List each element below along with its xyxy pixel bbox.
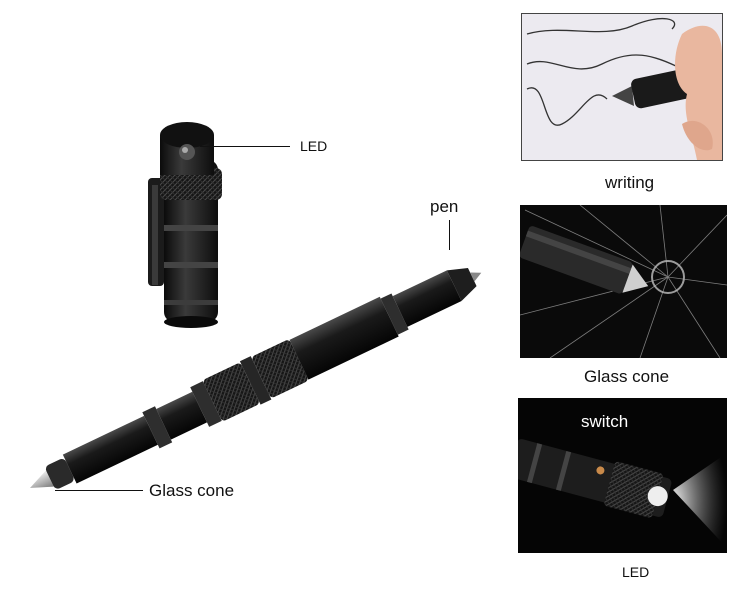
- switch-overlay-label: switch: [581, 412, 629, 431]
- led-light-photo: switch: [518, 398, 727, 553]
- glass-cone-caption: Glass cone: [584, 367, 670, 386]
- pen-leader-line: [449, 220, 450, 250]
- pen-cap: [148, 122, 222, 328]
- led-callout-label: LED: [300, 138, 328, 154]
- pen-body: [30, 268, 482, 489]
- glass-cone-leader-line: [55, 490, 143, 491]
- hand: [675, 25, 722, 160]
- product-photo: [30, 122, 482, 489]
- writing-caption: writing: [605, 173, 655, 192]
- led-caption: LED: [622, 564, 650, 580]
- writing-photo: [521, 13, 723, 161]
- pen-callout-label: pen: [430, 197, 459, 216]
- glass-cone-callout-label: Glass cone: [149, 481, 235, 500]
- led-pen: [518, 439, 672, 518]
- led-leader-line: [200, 146, 290, 147]
- switch-button: [596, 466, 605, 475]
- glass-break-photo: [520, 205, 727, 358]
- glass-cone-pen: [520, 226, 649, 294]
